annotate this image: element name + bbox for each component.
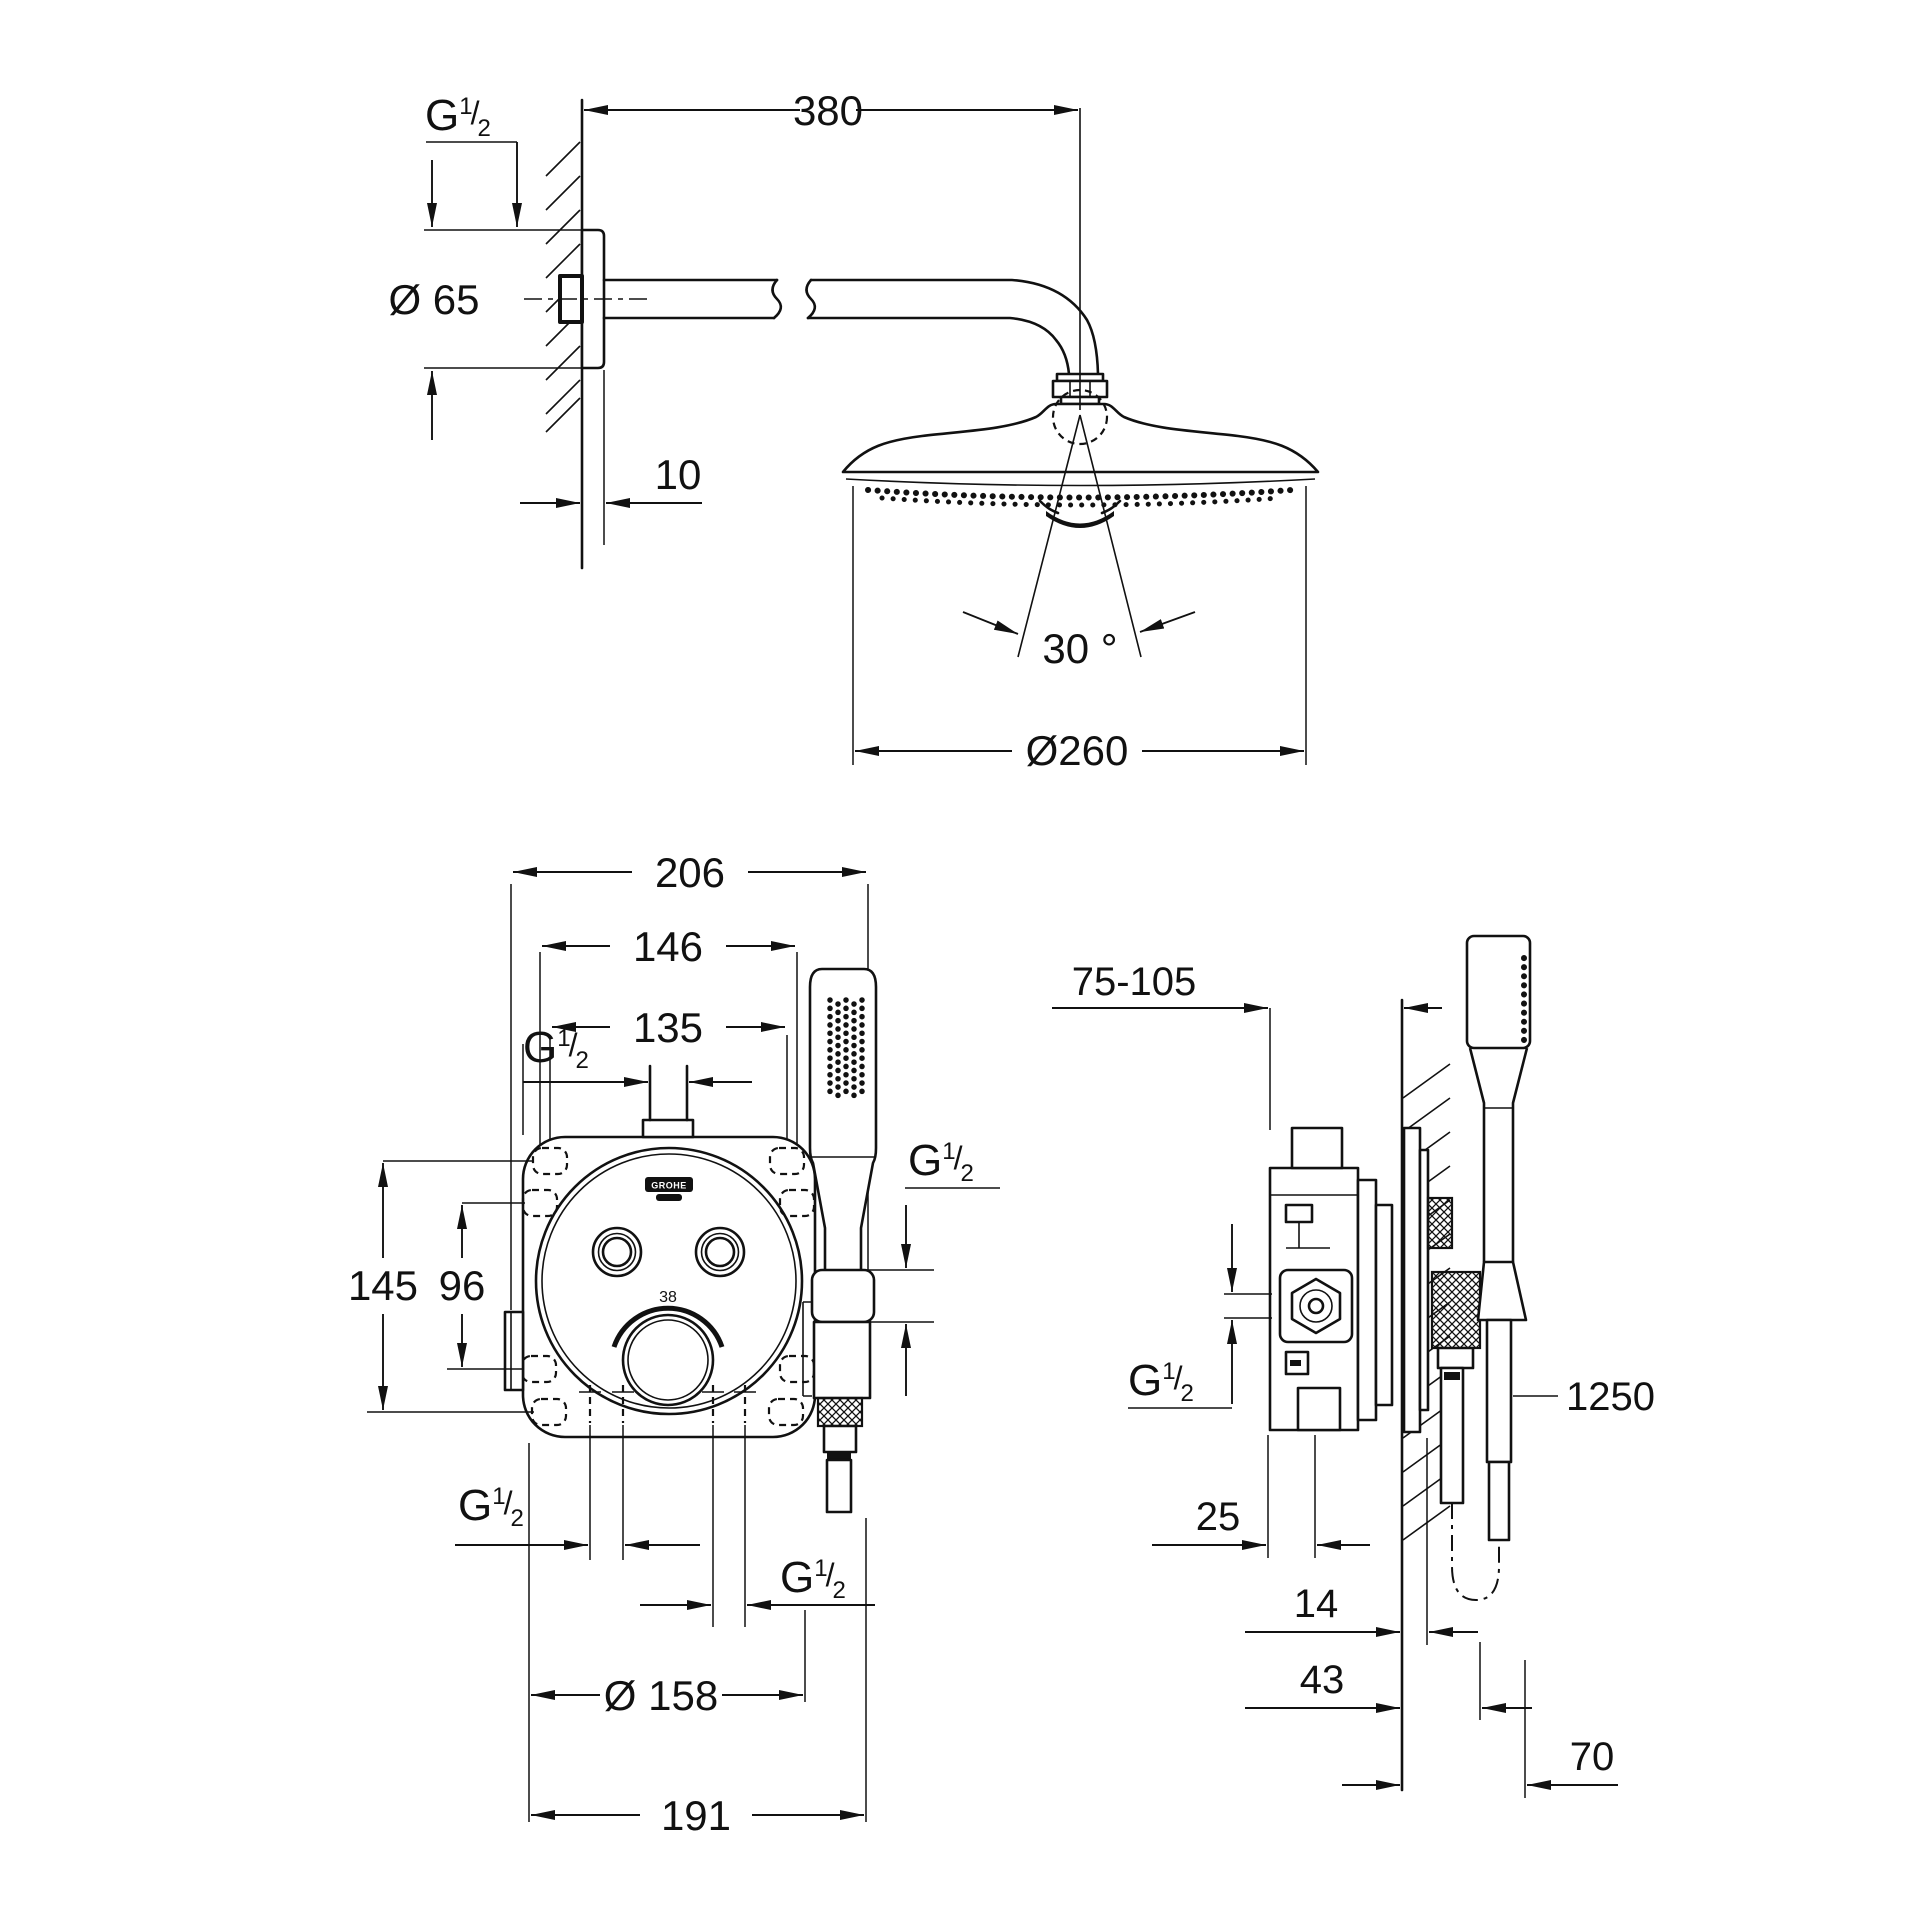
left-port-stub [503,1310,525,1392]
dim-trim-thickness: 14 [1294,1582,1339,1626]
dim-escutcheon-depth: 10 [655,451,702,498]
dim-flange-diameter: Ø 65 [388,276,479,323]
holder-knob-side [1426,1196,1454,1250]
nozzle-dot-row-1 [865,487,1295,501]
dim-head-diameter: Ø260 [1026,727,1129,774]
thread-label-front-top: G1/2 [523,1023,589,1074]
trim-plate-side [1402,1126,1430,1434]
top-view-dimensions: 380 G1/2 Ø 65 10 30 ° Ø260 [388,87,1307,774]
shower-hose-loop [1451,1503,1500,1602]
dim-port-spacing-outer: 146 [633,923,703,970]
dim-hose-projection: 70 [1570,1735,1615,1779]
dim-recess-depth: 75-105 [1072,960,1197,1004]
dim-holder-projection: 43 [1300,1658,1345,1702]
shower-holder-outlet-front [802,1268,876,1514]
head-rim-underside [845,478,1316,487]
shower-arm-left [602,278,779,320]
hand-shower-side [1465,934,1532,1542]
nozzle-dot-row-2 [879,495,1283,508]
hand-shower-front [808,967,878,1270]
top-view-shower-arm-and-head: 380 G1/2 Ø 65 10 30 ° Ø260 [388,87,1320,774]
dim-spray-angle: 30 ° [1042,625,1117,672]
dim-height-inner: 96 [439,1262,486,1309]
dim-hose-length: 1250 [1566,1375,1655,1419]
thread-label-top-view: G1/2 [425,91,491,142]
hand-shower-spray-dots [827,997,865,1101]
front-view-dimensions: 206 146 135 G1/2 145 96 G1/2 [348,849,1000,1839]
front-view-mixer: GROHE 38 [348,849,1000,1839]
rough-in-circle-inner [541,1153,797,1409]
spray-angle-arrow-left [962,611,1019,635]
top-port-tube [648,1064,689,1122]
shower-arm-right-elbow [806,278,1100,376]
head-dome-profile [841,402,1320,474]
template-marks [579,1385,756,1423]
center-funnel [1038,499,1122,515]
rough-in-circle-outer [534,1146,804,1416]
center-nozzle-ring [1046,511,1114,528]
grohe-logo: GROHE [645,1177,693,1201]
select-button-left [591,1226,643,1278]
temp-stop-mark: 38 [659,1289,677,1306]
dim-plate-diameter: Ø 158 [604,1672,718,1719]
side-view-installation: 75-105 G1/2 25 14 43 70 1250 [1052,934,1655,1798]
select-button-right [694,1226,746,1278]
thermostat-dial: 38 [611,1289,725,1407]
thread-label-side: G1/2 [1128,1356,1194,1407]
thread-label-front-right: G1/2 [908,1136,974,1187]
top-port-boss [641,1118,695,1139]
svg-text:GROHE: GROHE [651,1181,687,1191]
dim-port-spacing-inner: 135 [633,1004,703,1051]
side-view-dimensions: 75-105 G1/2 25 14 43 70 1250 [1052,960,1655,1798]
thread-label-front-bottom-left: G1/2 [458,1481,524,1532]
bottom-port-lines [589,1425,746,1627]
arm-break-symbol [771,278,817,320]
rough-in-box [1268,1126,1394,1432]
spray-angle-arrow-right [1139,611,1196,633]
dim-height-outer: 145 [348,1262,418,1309]
dim-arm-length: 380 [793,87,863,134]
arm-flange [580,228,606,370]
dim-overall-height: 191 [661,1792,731,1839]
dim-box-front-depth: 25 [1196,1495,1241,1539]
thread-label-front-bottom-right: G1/2 [780,1553,846,1604]
spray-cone-lines [1017,414,1142,658]
outlet-elbow-side [1430,1270,1482,1505]
dim-overall-width: 206 [655,849,725,896]
